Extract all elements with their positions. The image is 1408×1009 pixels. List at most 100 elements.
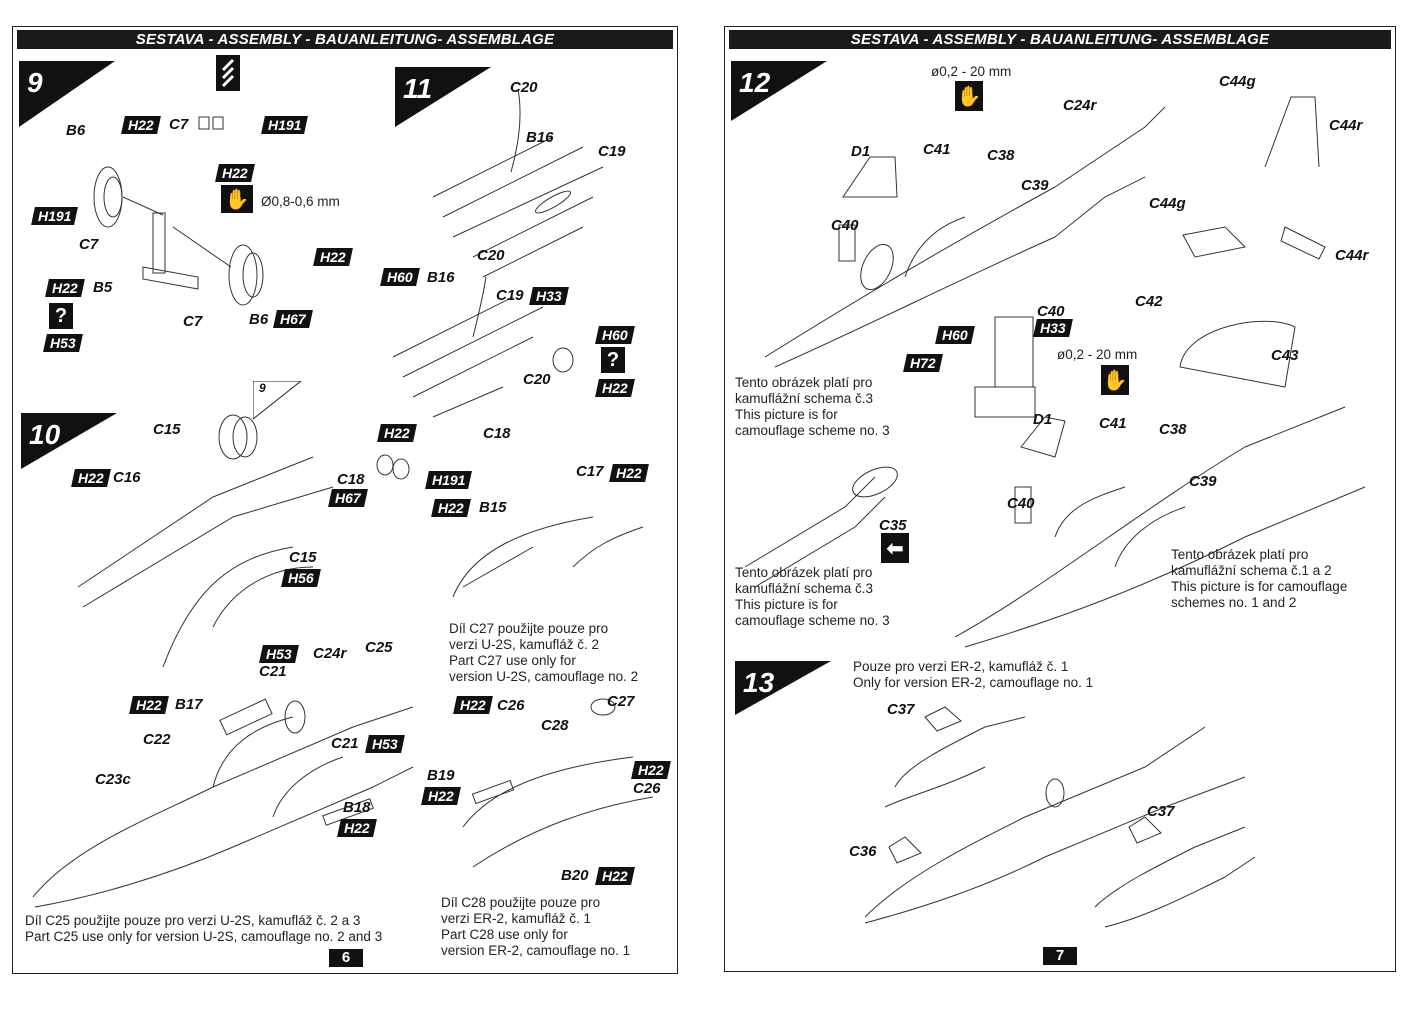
part-label: C18 (483, 425, 511, 442)
part-label: C27 (607, 693, 635, 710)
part-label: C39 (1021, 177, 1049, 194)
part-label: C20 (477, 247, 505, 264)
paint-tag: H67 (273, 310, 313, 328)
hand-icon: ✋ (221, 185, 253, 213)
part-label: C38 (1159, 421, 1187, 438)
question-icon: ? (601, 347, 625, 373)
paint-tag: H22 (453, 696, 493, 714)
part-label: B20 (561, 867, 589, 884)
part-label: C20 (523, 371, 551, 388)
arrow-left-icon: ⬅ (881, 533, 909, 563)
instruction-page-6: SESTAVA - ASSEMBLY - BAUANLEITUNG- ASSEM… (12, 26, 678, 974)
paint-tag: H191 (425, 471, 473, 489)
part-label: C35 (879, 517, 907, 534)
part-label: B16 (427, 269, 455, 286)
part-label: C39 (1189, 473, 1217, 490)
part-label: C41 (923, 141, 951, 158)
part-label: C42 (1135, 293, 1163, 310)
drill-icon (216, 55, 240, 91)
paint-tag: H33 (529, 287, 569, 305)
paint-tag: H22 (431, 499, 471, 517)
page-number: 6 (329, 949, 363, 967)
wheel-drawing (93, 166, 123, 228)
part-label: C40 (1037, 303, 1065, 320)
part-label: C43 (1271, 347, 1299, 364)
part-label: C40 (831, 217, 859, 234)
note-c25: Díl C25 použijte pouze pro verzi U-2S, k… (25, 913, 383, 944)
step-11-marker: 11 (395, 67, 491, 133)
drill-measurement: ø0,2 - 20 mm (931, 64, 1012, 79)
paint-tag: H53 (259, 645, 299, 663)
part-label: C28 (541, 717, 569, 734)
part-label: C37 (1147, 803, 1175, 820)
paint-tag: H22 (377, 424, 417, 442)
part-label: B16 (526, 129, 554, 146)
page-header: SESTAVA - ASSEMBLY - BAUANLEITUNG- ASSEM… (17, 30, 673, 49)
assembly-drawings (32, 88, 654, 908)
assembly-drawings (744, 96, 1366, 928)
paint-tag: H67 (328, 489, 368, 507)
hand-icon: ✋ (955, 81, 983, 111)
paint-tag: H33 (1033, 319, 1073, 337)
part-label: C24r (1063, 97, 1097, 114)
part-label: C15 (153, 421, 181, 438)
part-label: B18 (343, 799, 371, 816)
question-icon: ? (49, 303, 73, 329)
part-label: B5 (93, 279, 113, 296)
paint-tag: H22 (313, 248, 353, 266)
part-label: C17 (576, 463, 604, 480)
paint-tag: H60 (380, 268, 420, 286)
paint-tag: H53 (43, 334, 83, 352)
part-label: C7 (169, 116, 189, 133)
step-9-marker: 9 (19, 61, 115, 127)
drill-measurement: ø0,2 - 20 mm (1057, 347, 1138, 362)
step-12-marker: 12 (731, 61, 827, 127)
part-label: C18 (337, 471, 365, 488)
paint-tag: H72 (903, 354, 943, 372)
part-label: C15 (289, 549, 317, 566)
paint-tag: H60 (935, 326, 975, 344)
part-label: B6 (66, 122, 86, 139)
part-label: C40 (1007, 495, 1035, 512)
part-label: C16 (113, 469, 141, 486)
part-label: C37 (887, 701, 915, 718)
part-label: B19 (427, 767, 455, 784)
paint-tag: H22 (129, 696, 169, 714)
part-label: B6 (249, 311, 269, 328)
part-label: C22 (143, 731, 171, 748)
part-label: C19 (496, 287, 524, 304)
part-label: C44g (1149, 195, 1186, 212)
part-label: C26 (497, 697, 525, 714)
step-10-marker: 10 (21, 413, 117, 479)
paint-tag: H191 (261, 116, 309, 134)
part-label: C24r (313, 645, 347, 662)
part-label: B17 (175, 696, 203, 713)
part-label: D1 (851, 143, 871, 160)
part-label: D1 (1033, 411, 1053, 428)
instruction-page-7: SESTAVA - ASSEMBLY - BAUANLEITUNG- ASSEM… (724, 26, 1396, 972)
paint-tag: H22 (421, 787, 461, 805)
paint-tag: H22 (595, 867, 635, 885)
paint-tag: H22 (45, 279, 85, 297)
paint-tag: H56 (281, 569, 321, 587)
paint-tag: H22 (71, 469, 111, 487)
part-label: C38 (987, 147, 1015, 164)
paint-tag: H22 (631, 761, 671, 779)
part-label: C44g (1219, 73, 1256, 90)
part-label: C19 (598, 143, 626, 160)
part-label: C44r (1329, 117, 1363, 134)
paint-tag: H53 (365, 735, 405, 753)
part-label: C20 (510, 79, 538, 96)
paint-tag: H22 (121, 116, 161, 134)
paint-tag: H22 (609, 464, 649, 482)
page-header: SESTAVA - ASSEMBLY - BAUANLEITUNG- ASSEM… (729, 30, 1391, 49)
part-label: C23c (95, 771, 131, 788)
part-label: C26 (633, 780, 661, 797)
paint-tag: H22 (337, 819, 377, 837)
part-label: C25 (365, 639, 393, 656)
